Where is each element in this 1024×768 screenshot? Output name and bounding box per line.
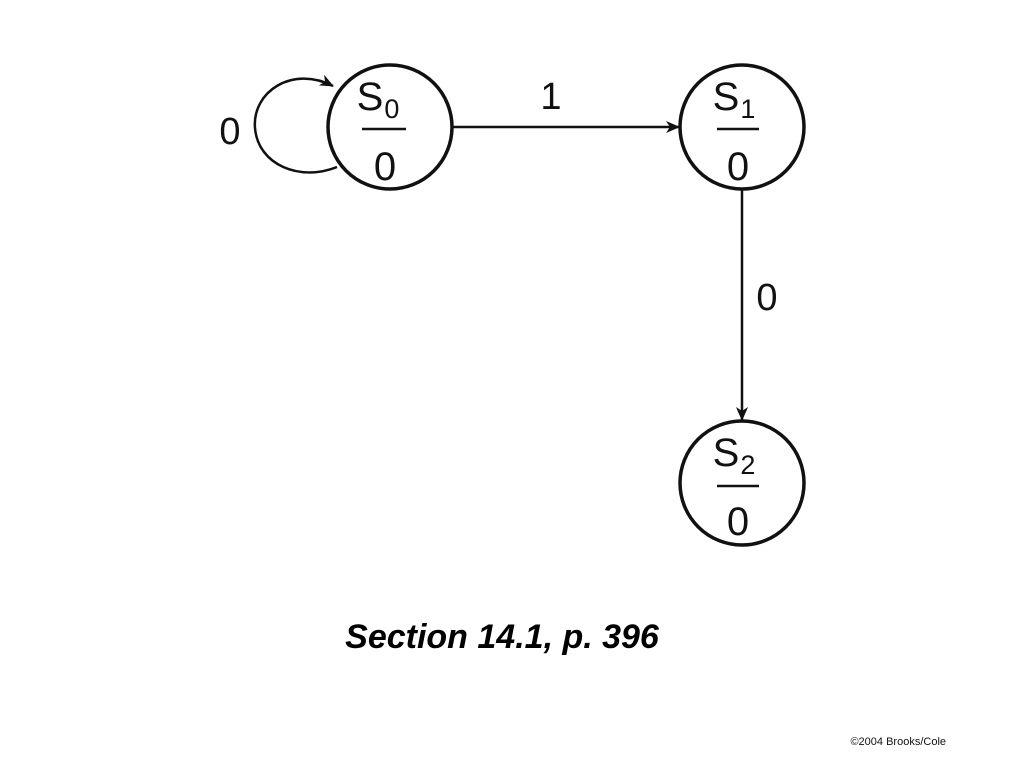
state-s1-circle — [678, 63, 806, 191]
transition-s0-s1-label: 1 — [540, 76, 561, 118]
state-s1-subscript: 1 — [740, 94, 755, 124]
copyright-notice: ©2004 Brooks/Cole — [850, 736, 946, 748]
caption: Section 14.1, p. 396 — [345, 618, 659, 656]
state-s0-circle — [326, 63, 454, 191]
state-s1: S1 0 — [678, 63, 806, 191]
state-s0-subscript: 0 — [384, 94, 399, 124]
state-s1-name: S1 — [713, 75, 756, 124]
state-s2-output: 0 — [727, 500, 749, 544]
state-s0: S0 0 — [326, 63, 454, 191]
state-s2-circle — [678, 419, 806, 547]
transition-s0-s0-arc — [253, 74, 338, 174]
state-s2-subscript: 2 — [740, 450, 755, 480]
state-s2: S2 0 — [678, 419, 806, 547]
state-s0-output: 0 — [374, 145, 396, 189]
state-s1-output: 0 — [727, 145, 749, 189]
transition-s0-s0-label: 0 — [219, 111, 240, 153]
state-s2-name: S2 — [713, 431, 756, 480]
transition-s1-s2-label: 0 — [756, 277, 777, 319]
state-s0-name: S0 — [357, 75, 400, 124]
